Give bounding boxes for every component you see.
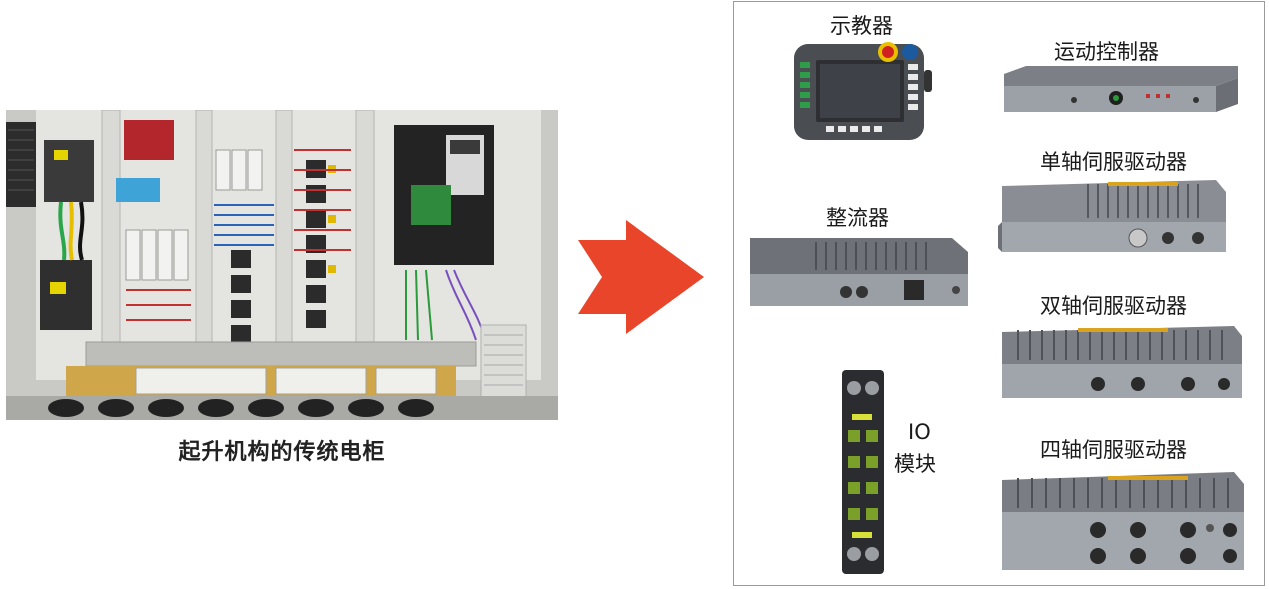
cabinet-photo <box>6 110 558 420</box>
io-module-label-line1: IO <box>908 420 931 444</box>
teach-pendant-image <box>794 42 932 140</box>
dual-axis-drive-image <box>1002 326 1242 398</box>
motion-controller-image <box>1004 66 1238 112</box>
io-module-image <box>842 370 884 574</box>
right-arrow-icon <box>578 220 704 334</box>
cabinet-illustration <box>6 110 558 420</box>
quad-axis-drive-image <box>1002 472 1244 570</box>
teach-pendant-label: 示教器 <box>830 14 893 38</box>
motion-controller-label: 运动控制器 <box>1054 40 1159 64</box>
quad-axis-drive-label: 四轴伺服驱动器 <box>1040 438 1187 462</box>
single-axis-drive-label: 单轴伺服驱动器 <box>1040 150 1187 174</box>
rectifier-label: 整流器 <box>826 206 889 230</box>
dual-axis-drive-label: 双轴伺服驱动器 <box>1040 294 1187 318</box>
rectifier-image <box>750 238 968 306</box>
cabinet-caption: 起升机构的传统电柜 <box>178 440 386 465</box>
io-module-label-line2: 模块 <box>894 452 936 476</box>
replacement-devices-panel: 示教器 运动控制器 单轴伺服驱动器 <box>733 1 1265 586</box>
single-axis-drive-image <box>998 180 1226 252</box>
